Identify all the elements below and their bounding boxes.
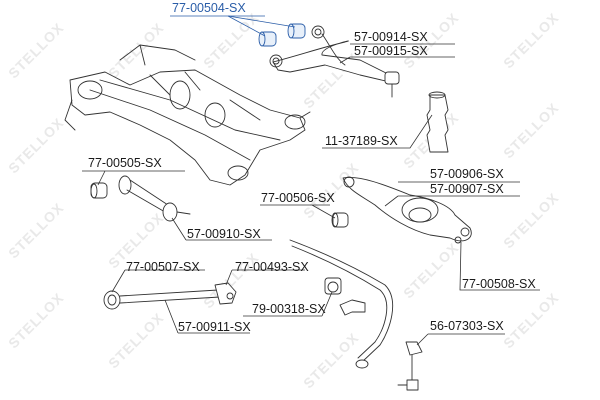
part-label-57-00915[interactable]: 57-00915-SX [354, 44, 428, 58]
bushing-77-00504-drawing [258, 23, 306, 47]
part-label-57-00911[interactable]: 57-00911-SX [178, 320, 251, 334]
bump-stop-drawing [426, 91, 449, 153]
part-label-77-00493[interactable]: 77-00493-SX [235, 260, 309, 274]
part-label-56-07303[interactable]: 56-07303-SX [430, 319, 504, 333]
part-label-57-00914[interactable]: 57-00914-SX [354, 30, 428, 44]
part-label-57-00910[interactable]: 57-00910-SX [187, 227, 261, 241]
part-label-77-00506[interactable]: 77-00506-SX [261, 191, 335, 205]
part-label-77-00507[interactable]: 77-00507-SX [126, 260, 200, 274]
part-label-57-00907[interactable]: 57-00907-SX [430, 182, 504, 196]
part-label-77-00508[interactable]: 77-00508-SX [462, 277, 536, 291]
lower-arm-drawing [342, 176, 472, 244]
part-label-77-00504[interactable]: 77-00504-SX [172, 1, 246, 15]
part-label-77-00505[interactable]: 77-00505-SX [88, 156, 162, 170]
subframe-drawing [64, 44, 311, 186]
upper-arm-drawing [269, 25, 400, 98]
part-label-79-00318[interactable]: 79-00318-SX [252, 302, 326, 316]
bushing-77-00505-drawing [90, 182, 108, 199]
part-label-57-00906[interactable]: 57-00906-SX [430, 167, 504, 181]
stabilizer-bar-drawing [289, 239, 394, 369]
lateral-arm-drawing [103, 282, 237, 310]
stabilizer-link-drawing [397, 341, 423, 391]
part-label-11-37189[interactable]: 11-37189-SX [325, 134, 398, 148]
bushing-77-00506-drawing [331, 212, 349, 228]
link-arm-drawing [118, 175, 191, 222]
stabilizer-bushing-drawing [324, 277, 366, 316]
